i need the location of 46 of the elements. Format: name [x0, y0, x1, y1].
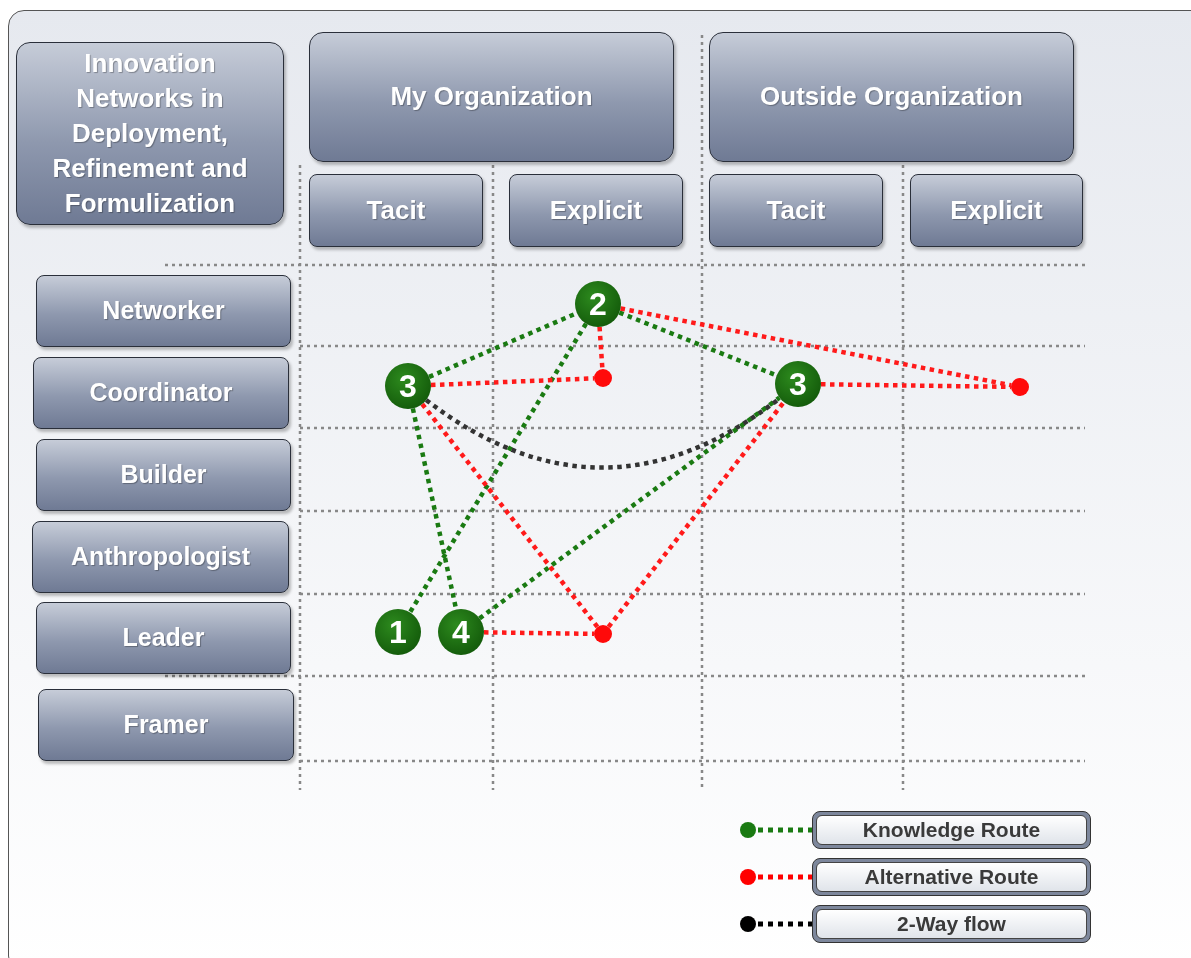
dotted-connector	[618, 310, 778, 378]
header-box	[33, 357, 289, 429]
box-label: My Organization	[390, 80, 593, 114]
dotted-connector	[478, 395, 781, 621]
box-label: Framer	[123, 709, 209, 741]
dotted-connector	[408, 322, 588, 614]
circle-number: 1	[389, 616, 407, 648]
dotted-connector	[820, 382, 1012, 390]
circle-number: 4	[452, 616, 470, 648]
header-box	[36, 602, 291, 674]
header-box	[709, 32, 1074, 162]
header-box	[309, 174, 483, 247]
dotted-connector	[606, 400, 786, 629]
box-label: Explicit	[549, 193, 643, 227]
circle-number: 3	[399, 370, 417, 402]
dotted-connector	[430, 376, 595, 388]
header-box	[910, 174, 1083, 247]
dotted-connector	[597, 326, 605, 370]
header-box	[709, 174, 883, 247]
header-box	[36, 275, 291, 347]
box-label: Explicit	[950, 193, 1043, 227]
header-box	[509, 174, 683, 247]
box-label: Tacit	[766, 193, 826, 227]
box-label: Outside Organization	[760, 80, 1023, 114]
circle-number: 3	[789, 368, 807, 400]
dotted-connector	[620, 306, 1012, 388]
header-box	[36, 439, 291, 511]
header-box	[309, 32, 674, 162]
dotted-connector	[410, 408, 459, 610]
header-box	[32, 521, 289, 593]
dotted-connector	[420, 402, 600, 629]
circle-number: 2	[589, 288, 607, 320]
box-label: Coordinator	[89, 377, 233, 409]
header-box	[38, 689, 294, 761]
legend-label: Knowledge Route	[862, 818, 1041, 842]
box-label: Innovation Networks in Deployment, Refinement and Formulization	[51, 46, 249, 221]
box-label: Leader	[122, 622, 205, 654]
dotted-connector	[428, 311, 578, 379]
dotted-connector	[483, 630, 595, 637]
legend-label: 2-Way flow	[897, 912, 1006, 936]
box-label: Anthropologist	[70, 541, 251, 573]
box-label: Tacit	[366, 193, 426, 227]
box-label: Builder	[120, 459, 207, 491]
box-label: Networker	[102, 295, 225, 327]
legend-label: Alternative Route	[864, 865, 1039, 889]
header-box	[16, 42, 284, 225]
